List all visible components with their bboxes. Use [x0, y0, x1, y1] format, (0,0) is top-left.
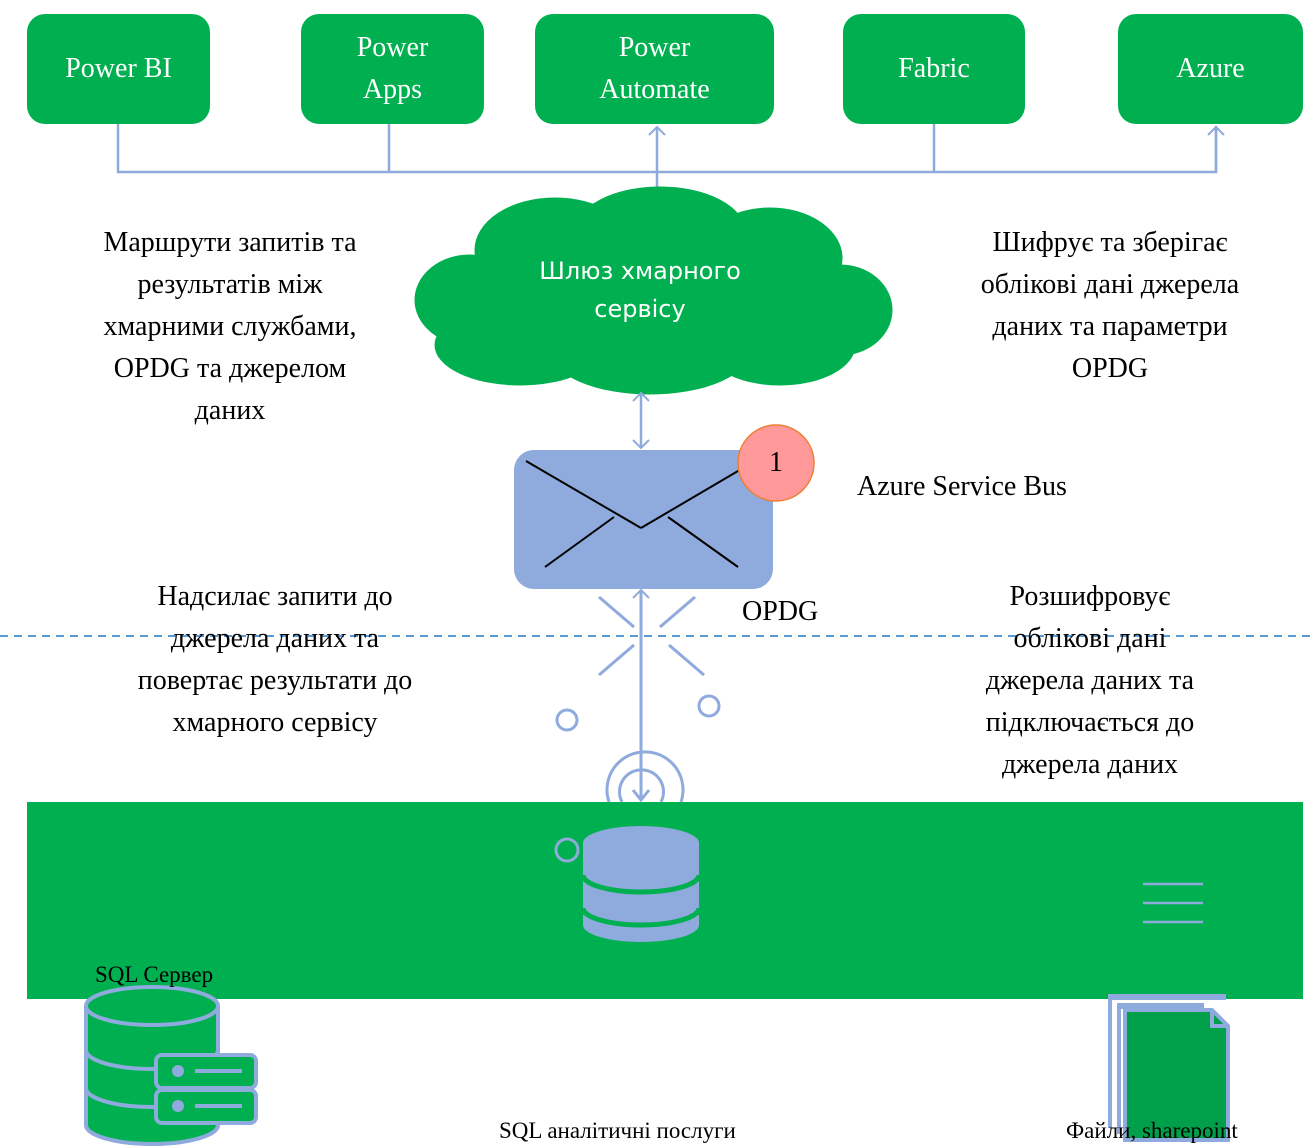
badge-count: 1 [769, 447, 783, 478]
menu-lines-icon [1143, 882, 1203, 924]
note-decrypts: Розшифровує облікові дані джерела даних … [985, 581, 1195, 780]
database-server-icon [84, 985, 258, 1146]
service-power-bi-label: Power BI [65, 53, 172, 84]
service-azure: Azure [1118, 14, 1303, 124]
cloud-icon [414, 186, 893, 395]
note-routes: Маршрути запитів та результатів між хмар… [103, 227, 357, 426]
service-power-automate-label: Power Automate [599, 32, 710, 105]
service-power-bi: Power BI [27, 14, 210, 124]
service-power-apps-label: Power Apps [356, 32, 429, 105]
files-label: Файли, sharepoint [1066, 1118, 1238, 1143]
sql-analytics-label: SQL аналітичні послуги [499, 1118, 736, 1143]
service-fabric-label: Fabric [898, 53, 970, 84]
badge-circle [737, 424, 815, 502]
service-power-apps: Power Apps [301, 14, 484, 124]
cloud-label: Шлюз хмарного сервісу [539, 257, 741, 323]
service-bus-label: Azure Service Bus [857, 471, 1067, 502]
service-fabric: Fabric [843, 14, 1025, 124]
note-sends-queries: Надсилає запити до джерела даних та пове… [137, 581, 413, 738]
note-encrypts: Шифрує та зберігає облікові дані джерела… [980, 227, 1240, 384]
database-icon [580, 826, 702, 942]
signal-icon [555, 588, 721, 803]
service-power-automate: Power Automate [535, 14, 774, 124]
sql-server-label: SQL Сервер [95, 962, 214, 987]
service-azure-label: Azure [1176, 53, 1245, 84]
envelope-icon [514, 450, 773, 589]
opdg-label: OPDG [742, 596, 819, 627]
file-icon [1108, 994, 1230, 1142]
